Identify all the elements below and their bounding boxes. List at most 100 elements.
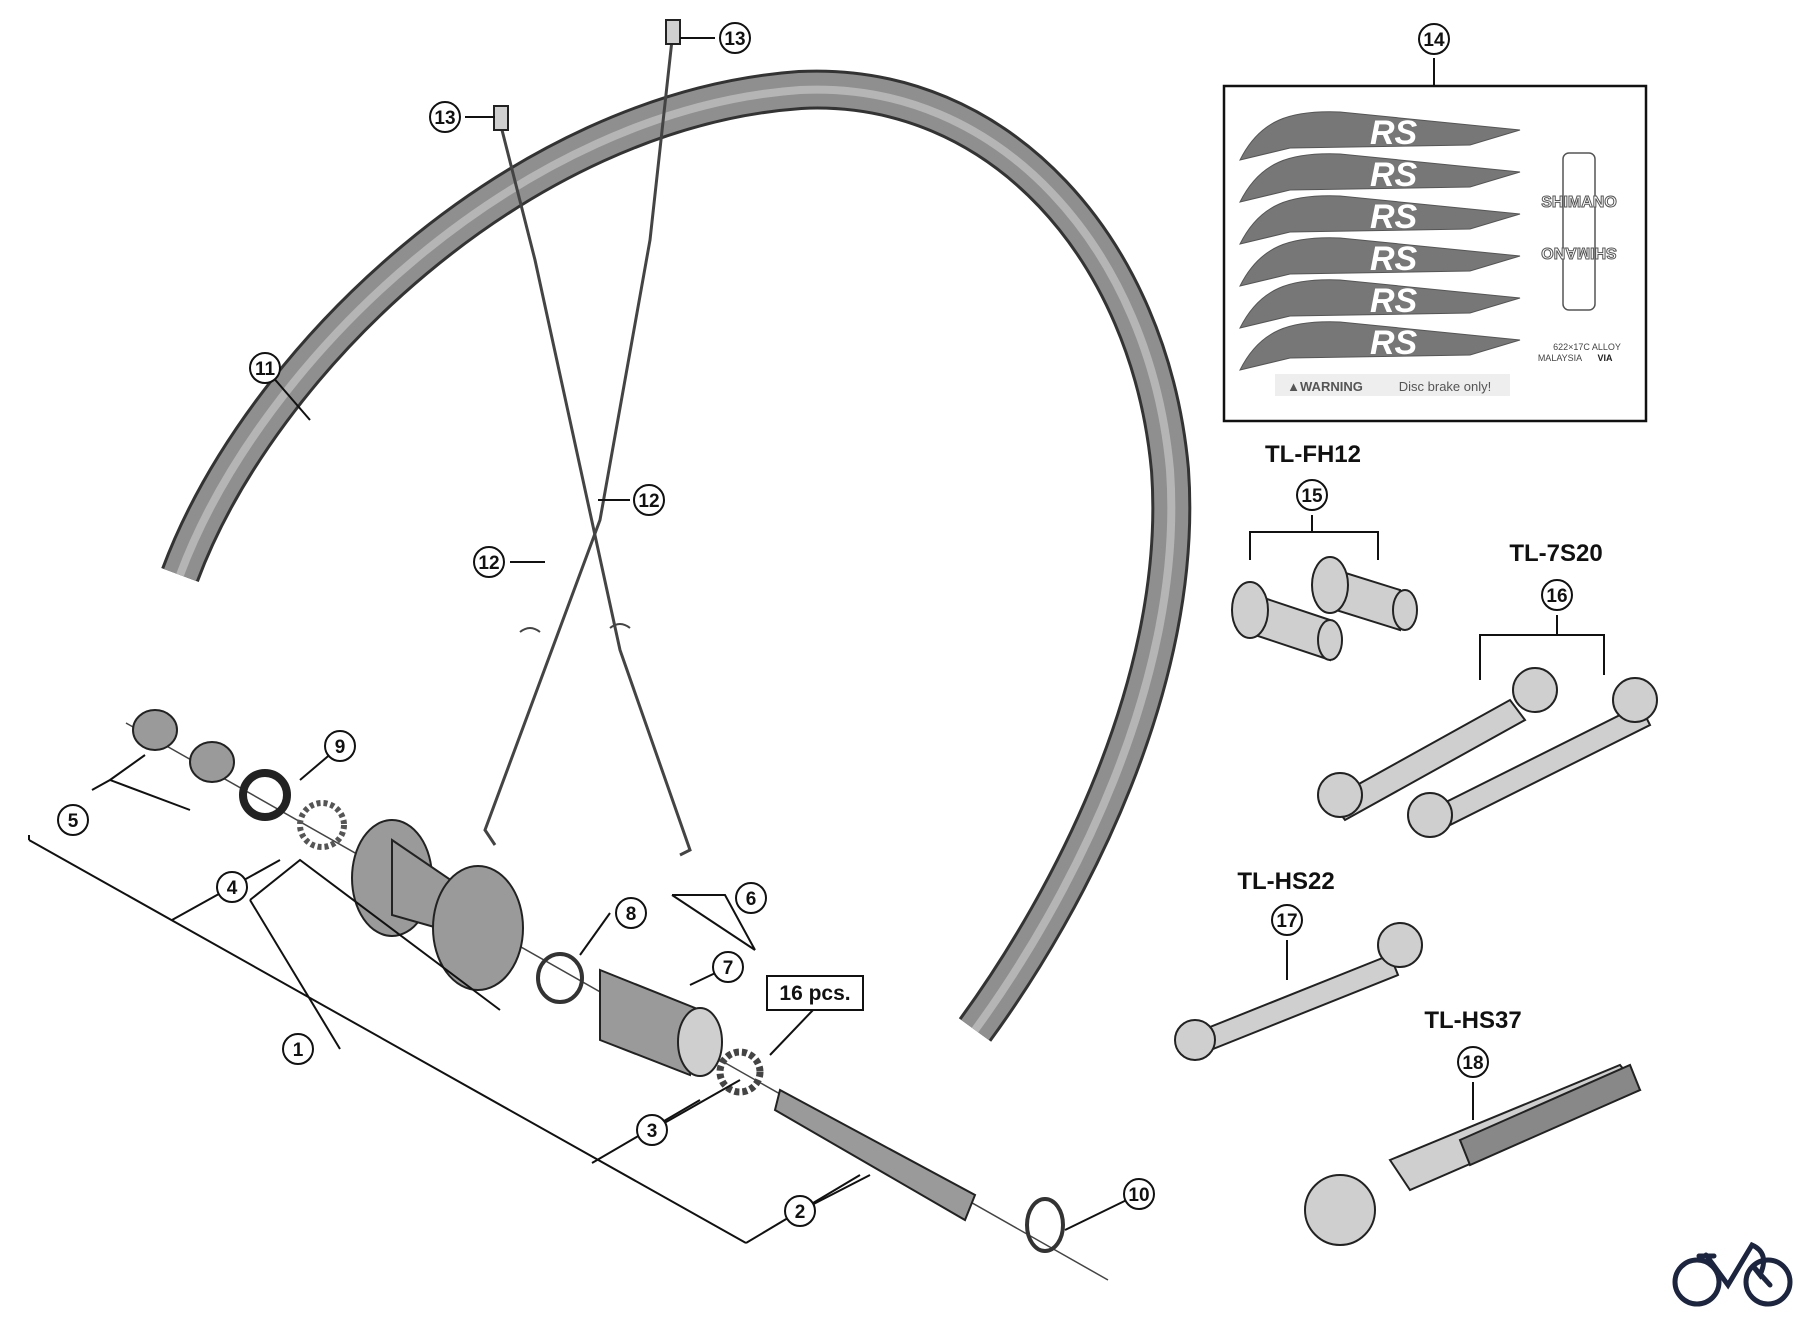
tl-7s20-tools: [1317, 667, 1658, 838]
rs-decal: [1239, 195, 1521, 245]
callout-4: 4: [216, 871, 248, 903]
shimano-decal-inverted: SHIMANO: [1541, 244, 1617, 261]
hub-parts: [132, 709, 1065, 1253]
callout-number: 5: [68, 811, 79, 832]
callout-7: 7: [712, 951, 744, 983]
callout-18: 18: [1457, 1046, 1489, 1078]
callout-number: 12: [638, 491, 659, 512]
callout-number: 6: [746, 889, 757, 910]
callout-circle: [324, 730, 356, 762]
callout-circle: [1123, 1178, 1155, 1210]
callout-number: 13: [724, 29, 745, 50]
bearing-part: [132, 709, 178, 751]
tool-label-tl-hs22: TL-HS22: [1237, 868, 1334, 895]
callout-10: 10: [1123, 1178, 1155, 1210]
rs-decal-text: RS: [1370, 240, 1418, 278]
callout-circle: [784, 1195, 816, 1227]
callout-number: 11: [255, 359, 276, 380]
locknut-part: [189, 741, 235, 783]
callout-13: 13: [719, 22, 751, 54]
callout-11: 11: [249, 352, 281, 384]
rim: [161, 69, 1192, 1042]
callout-circle: [249, 352, 281, 384]
bearing-balls-part: [297, 800, 347, 850]
warning-label: ▲WARNING: [1287, 379, 1363, 394]
callout-circle: [633, 484, 665, 516]
callout-circle: [1457, 1046, 1489, 1078]
callout-number: 13: [434, 108, 455, 129]
callout-13: 13: [429, 101, 461, 133]
warning-text: Disc brake only!: [1399, 379, 1491, 394]
freehub-body: [599, 968, 702, 1077]
callout-circle: [1418, 23, 1450, 55]
callout-circle: [216, 871, 248, 903]
hub-flange-right: [432, 865, 524, 991]
rs-decal: [1239, 321, 1521, 371]
callout-number: 10: [1128, 1185, 1149, 1206]
callout-number: 3: [647, 1121, 658, 1142]
callout-number: 9: [335, 737, 346, 758]
callout-circle: [719, 22, 751, 54]
callout-number: 4: [227, 878, 238, 899]
callout-12: 12: [633, 484, 665, 516]
callout-number: 8: [626, 904, 637, 925]
callout-9: 9: [324, 730, 356, 762]
rs-decal-text: RS: [1370, 114, 1418, 152]
tool-label-tl-7s20: TL-7S20: [1509, 540, 1602, 567]
tool-label-tl-fh12: TL-FH12: [1265, 441, 1361, 468]
callout-number: 16: [1546, 586, 1567, 607]
axle-part: [773, 1088, 977, 1222]
callout-number: 15: [1301, 486, 1323, 507]
callout-number: 1: [293, 1040, 304, 1061]
callout-6: 6: [735, 882, 767, 914]
callout-1: 1: [282, 1033, 314, 1065]
bicycle-icon: [1672, 1241, 1793, 1307]
callout-number: 18: [1462, 1053, 1483, 1074]
rs-decal-text: RS: [1370, 324, 1418, 362]
callout-number: 14: [1423, 30, 1445, 51]
callout-circle: [429, 101, 461, 133]
callout-17: 17: [1271, 904, 1303, 936]
callout-circle: [1541, 579, 1573, 611]
rs-decal-text: RS: [1370, 198, 1418, 236]
tl-hs22-tool: [1174, 922, 1423, 1061]
callout-number: 2: [795, 1202, 806, 1223]
callout-14: 14: [1418, 23, 1450, 55]
callout-15: 15: [1296, 479, 1328, 511]
callout-circle: [615, 897, 647, 929]
steel-balls-part: [716, 1048, 764, 1096]
washer-part: [239, 769, 291, 821]
callout-2: 2: [784, 1195, 816, 1227]
callout-circle: [735, 882, 767, 914]
rs-decal-text: RS: [1370, 282, 1418, 320]
callout-circle: [636, 1114, 668, 1146]
quantity-label: 16 pcs.: [779, 982, 850, 1005]
callout-circle: [473, 546, 505, 578]
spoke-nipples: [493, 19, 681, 131]
quantity-box: 16 pcs.: [766, 975, 864, 1011]
callout-number: 17: [1276, 911, 1297, 932]
callout-8: 8: [615, 897, 647, 929]
callout-circle: [1296, 479, 1328, 511]
spokes: [483, 39, 692, 857]
callout-circle: [282, 1033, 314, 1065]
o-ring-part: [536, 952, 584, 1004]
rs-decal: [1239, 153, 1521, 203]
tool-label-tl-hs37: TL-HS37: [1424, 1007, 1521, 1034]
callout-number: 7: [723, 958, 734, 979]
callout-3: 3: [636, 1114, 668, 1146]
rs-decal: [1239, 237, 1521, 287]
tl-hs37-tool: [1304, 1063, 1642, 1246]
tl-fh12-tool: [1231, 556, 1418, 662]
rs-decal: [1239, 279, 1521, 329]
spec-line-2: MALAYSIA: [1538, 353, 1582, 363]
callout-5: 5: [57, 804, 89, 836]
callout-circle: [57, 804, 89, 836]
callout-16: 16: [1541, 579, 1573, 611]
callout-circle: [1271, 904, 1303, 936]
callout-circle: [712, 951, 744, 983]
rs-decal-text: RS: [1370, 156, 1418, 194]
spec-line-1: 622×17C ALLOY: [1553, 342, 1621, 352]
